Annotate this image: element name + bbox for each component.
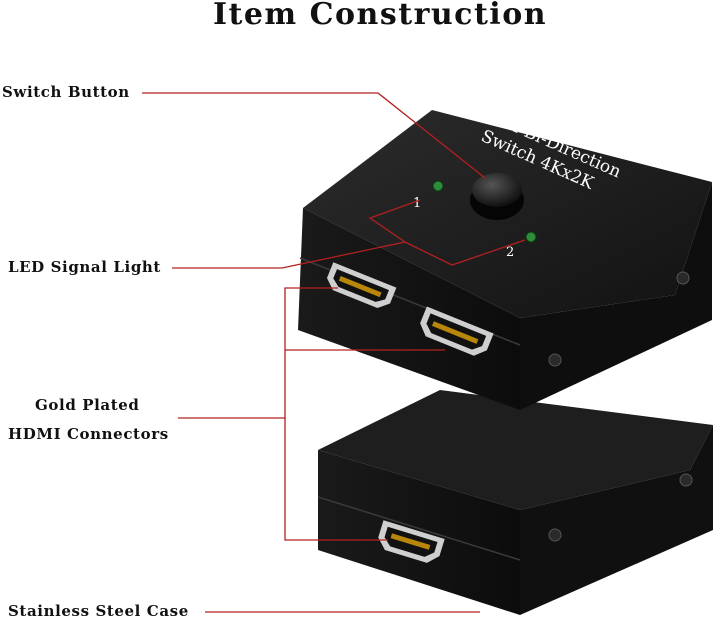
led-2-icon bbox=[525, 231, 537, 243]
leader-line-switch-button bbox=[142, 92, 486, 179]
screw-icon bbox=[548, 528, 562, 542]
bottom-top-face bbox=[318, 390, 713, 510]
top-hdmi-port-1 bbox=[326, 262, 397, 309]
led-1-number: 1 bbox=[413, 196, 421, 211]
stainless-steel-case-label: Stainless Steel Case bbox=[8, 602, 189, 620]
led-2-number: 2 bbox=[506, 245, 514, 260]
page-title: Item Construction bbox=[212, 0, 548, 32]
leader-lines bbox=[142, 92, 526, 613]
screw-icon bbox=[679, 473, 693, 487]
switch-button-label: Switch Button bbox=[2, 83, 130, 101]
top-right-face bbox=[520, 182, 712, 410]
switch-button-icon bbox=[472, 173, 522, 207]
bottom-device bbox=[317, 390, 713, 615]
gold-plated-label: Gold Plated bbox=[35, 396, 140, 414]
hdmi-connectors-label: HDMI Connectors bbox=[8, 425, 169, 443]
leader-line-hdmi-1 bbox=[178, 287, 338, 419]
led-1-icon bbox=[432, 180, 444, 192]
screw-icon bbox=[676, 271, 690, 285]
led-signal-light-label: LED Signal Light bbox=[8, 258, 161, 276]
bottom-right-face bbox=[520, 425, 713, 615]
top-device: HDMI Bi-Direction Switch 4Kx2K 1 2 bbox=[298, 98, 712, 410]
top-hdmi-port-2 bbox=[420, 306, 494, 356]
leader-line-led-2 bbox=[404, 239, 526, 266]
leader-line-hdmi-3 bbox=[284, 418, 388, 541]
top-front-face bbox=[298, 208, 520, 410]
screw-icon bbox=[548, 353, 562, 367]
bottom-hdmi-port bbox=[378, 520, 445, 563]
